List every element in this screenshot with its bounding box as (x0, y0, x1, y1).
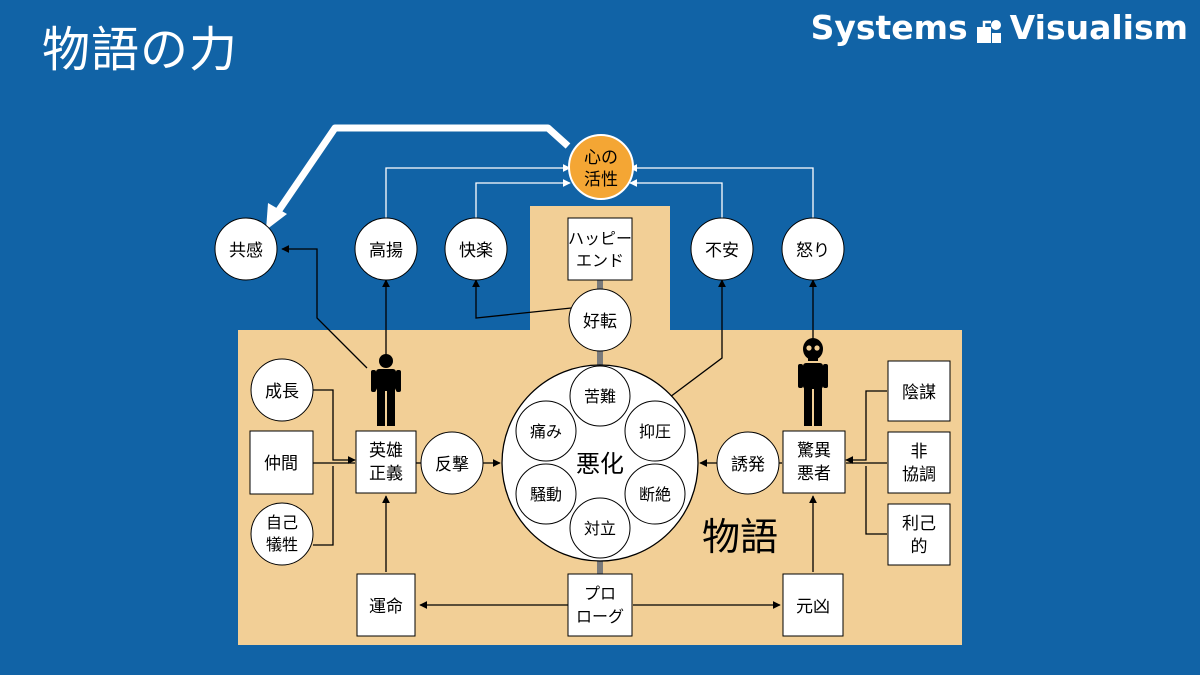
worsening-confrontation: 対立 (584, 519, 616, 538)
villain-box: 驚異 悪者 (782, 430, 846, 494)
hero-line2: 正義 (369, 464, 403, 484)
feedback-arrow-to-empathy (272, 124, 571, 218)
villain-skull-icon (798, 338, 828, 426)
hero-justice-box: 英雄 正義 (355, 430, 417, 494)
growth-label: 成長 (265, 382, 299, 402)
sacrifice-line2: 犠牲 (266, 535, 298, 554)
heart-label-line1: 心の (584, 148, 618, 168)
counterattack-node: 反撃 (420, 431, 484, 495)
villain-line2: 悪者 (797, 464, 831, 484)
culprit-label: 元凶 (796, 597, 830, 617)
sacrifice-line1: 自己 (266, 513, 298, 532)
turn-good-label: 好転 (583, 312, 617, 332)
worsening-commotion: 騒動 (530, 485, 562, 504)
emotion-label-elation: 高揚 (369, 241, 403, 261)
worsening-oppression: 抑圧 (639, 422, 671, 441)
emotion-label-anger: 怒り (796, 241, 830, 261)
emotion-node-elation: 高揚 (354, 217, 418, 281)
happy-end-box: ハッピー エンド (567, 217, 633, 281)
worsening-hardship: 苦難 (584, 387, 616, 406)
hero-factor-growth: 成長 (250, 358, 314, 422)
emotion-to-heart-arrows (385, 164, 814, 226)
prologue-box: プロ ローグ (567, 573, 633, 637)
happy-end-line2: エンド (576, 251, 624, 270)
villain-factor-conspiracy: 陰謀 (887, 360, 951, 422)
prologue-line1: プロ (584, 584, 616, 603)
villain-line1: 驚異 (797, 441, 831, 461)
turn-good-node: 好転 (568, 288, 632, 352)
culprit-box: 元凶 (782, 573, 844, 637)
selfish-line1: 利己 (902, 514, 936, 534)
emotion-node-empathy: 共感 (214, 217, 278, 281)
discord-line2: 協調 (902, 465, 936, 485)
emotion-label-empathy: 共感 (229, 241, 263, 261)
brand-right-text: Visualism (1009, 7, 1188, 47)
slide-title: 物語の力 (42, 22, 239, 78)
provocation-node: 誘発 (716, 431, 780, 495)
flow-arrows (281, 245, 887, 609)
worsening-severance: 断絶 (639, 485, 671, 504)
provocation-label: 誘発 (731, 455, 765, 475)
emotion-label-pleasure: 快楽 (459, 241, 493, 261)
hero-factor-companions: 仲間 (249, 430, 314, 495)
heart-label-line2: 活性 (584, 170, 618, 190)
worsening-cluster: 悪化 苦難 抑圧 断絶 対立 騒動 痛み (501, 364, 699, 562)
villain-factor-discord: 非 協調 (887, 431, 951, 494)
worsening-center-label: 悪化 (576, 450, 624, 478)
companions-label: 仲間 (264, 454, 298, 474)
hero-line1: 英雄 (369, 441, 403, 461)
emotion-node-anxiety: 不安 (690, 217, 754, 281)
brand-logo: Systems Visualism (811, 6, 1188, 48)
brand-left-text: Systems (810, 7, 968, 47)
emotion-node-anger: 怒り (781, 217, 845, 281)
discord-line1: 非 (911, 442, 928, 462)
hero-factor-sacrifice: 自己 犠牲 (250, 502, 314, 566)
conspiracy-label: 陰謀 (902, 383, 936, 403)
story-label: 物語 (702, 515, 778, 559)
heart-activation-node: 心の 活性 (568, 134, 634, 200)
systems-logo-icon (976, 14, 1002, 43)
prologue-line2: ローグ (576, 607, 624, 626)
counterattack-label: 反撃 (435, 455, 469, 475)
selfish-line2: 的 (911, 537, 928, 557)
fate-label: 運命 (369, 597, 403, 617)
feedback-arrowhead (266, 203, 287, 230)
emotion-label-anxiety: 不安 (705, 241, 739, 261)
worsening-pain: 痛み (530, 422, 562, 441)
happy-end-line1: ハッピー (568, 229, 632, 248)
emotion-node-pleasure: 快楽 (444, 217, 508, 281)
fate-box: 運命 (356, 573, 416, 637)
villain-factor-selfish: 利己 的 (887, 503, 951, 566)
hero-person-icon (371, 354, 401, 426)
